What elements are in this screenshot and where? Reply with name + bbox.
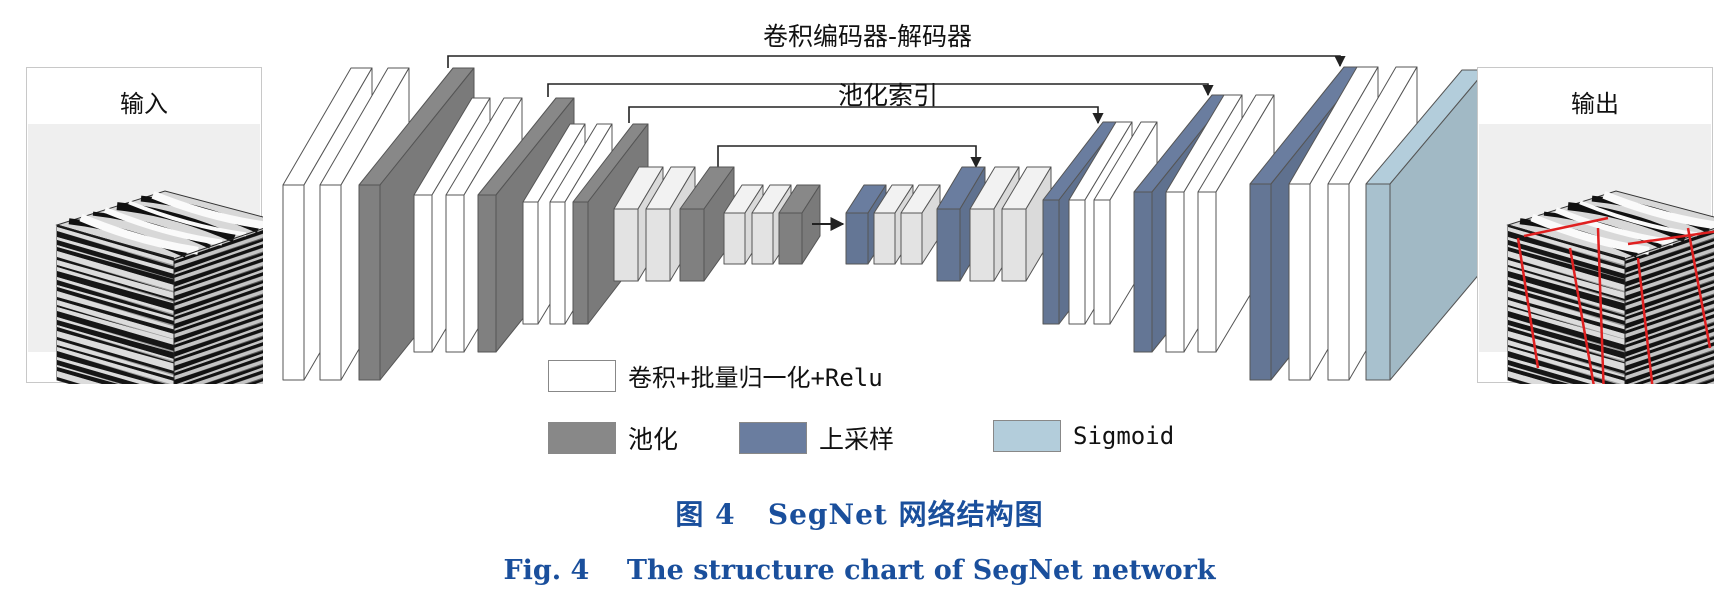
encoder-decoder-label: 卷积编码器-解码器 <box>763 22 973 51</box>
pooling-layer <box>778 184 821 265</box>
legend-sigmoid-swatch <box>993 420 1061 452</box>
legend-pool-swatch <box>548 422 616 454</box>
network-layers <box>282 66 1487 381</box>
output-panel: 输出 <box>1477 67 1714 384</box>
legend-upsample-swatch <box>739 422 807 454</box>
figure-caption-en: Fig. 4 The structure chart of SegNet net… <box>503 555 1216 586</box>
skip-connection-arrow <box>447 55 1346 68</box>
figure-caption-zh: 图 4 SegNet 网络结构图 <box>675 498 1044 531</box>
pooling-layer <box>679 166 735 282</box>
skip-connection-arrow <box>628 106 1104 125</box>
striped-cube-icon <box>55 190 263 384</box>
pooling-indices-label: 池化索引 <box>838 81 939 110</box>
conv-layer <box>1001 166 1052 282</box>
input-label: 输入 <box>120 90 168 118</box>
legend-sigmoid: Sigmoid <box>993 420 1174 452</box>
input-panel: 输入 <box>26 67 263 384</box>
skip-connections <box>447 55 1346 169</box>
conv-layer <box>1197 94 1275 353</box>
legend-pool-label: 池化 <box>628 425 679 454</box>
sigmoid-layer <box>1365 69 1487 381</box>
skip-connection-arrow <box>547 83 1214 97</box>
output-label: 输出 <box>1571 90 1619 118</box>
skip-connection-arrow <box>717 145 982 169</box>
legend-upsample-label: 上采样 <box>819 425 895 454</box>
legend-upsample: 上采样 <box>739 420 894 456</box>
legend-sigmoid-label: Sigmoid <box>1073 422 1175 450</box>
legend-conv-swatch <box>548 359 616 392</box>
legend-conv-label: 卷积+批量归一化+Relu <box>628 364 883 392</box>
legend-pool: 池化 <box>548 420 678 456</box>
legend-conv: 卷积+批量归一化+Relu <box>548 358 883 393</box>
striped-cube-with-faults-icon <box>1506 190 1714 384</box>
conv-layer <box>900 184 941 265</box>
